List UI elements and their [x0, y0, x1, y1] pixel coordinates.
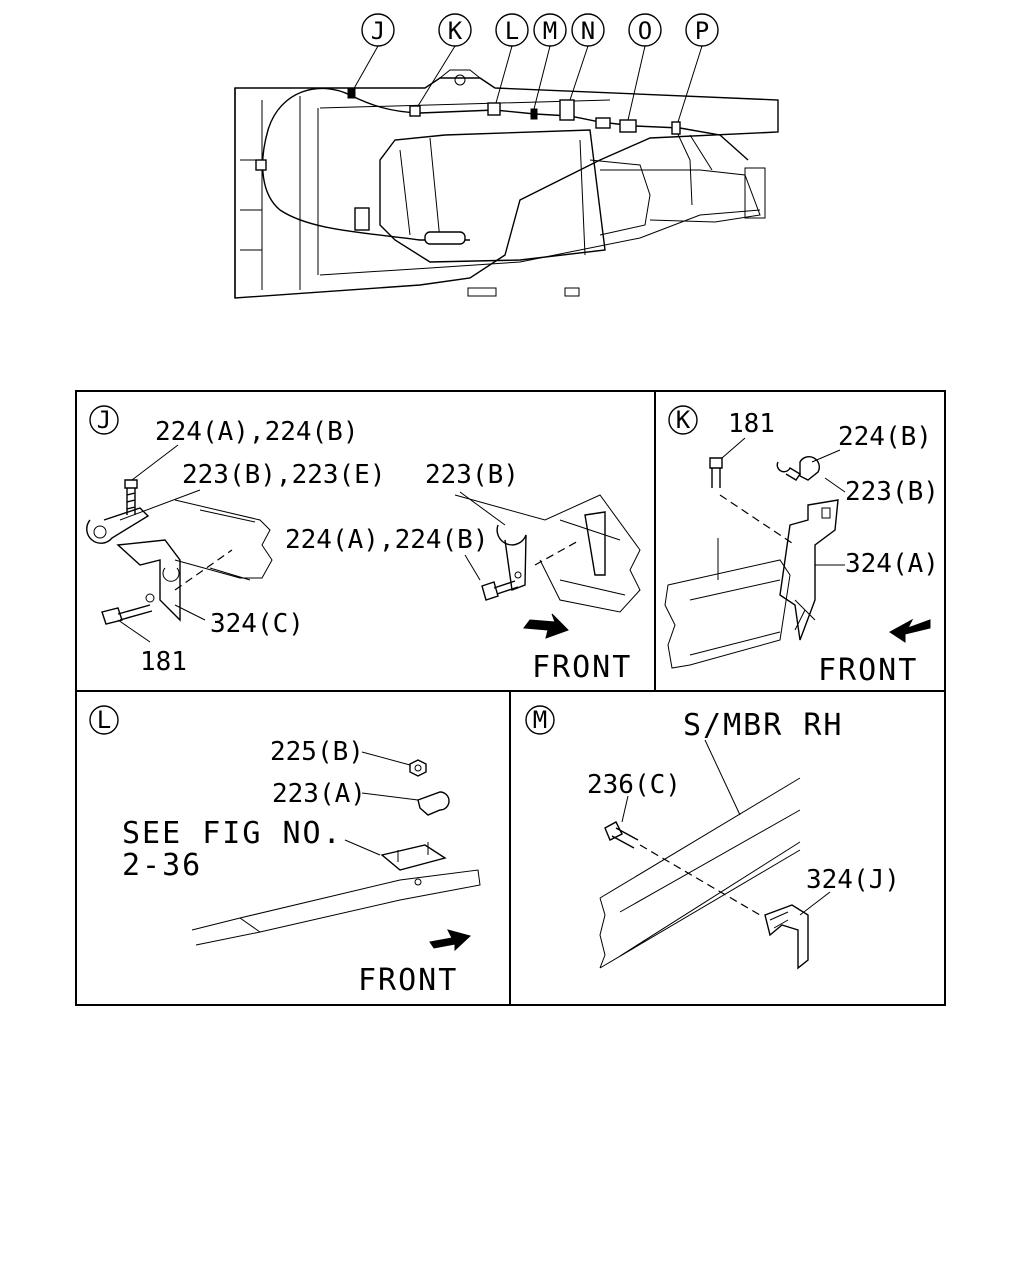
svg-text:P: P: [695, 17, 709, 45]
detail-grid: [75, 390, 946, 1006]
callout-m: M: [533, 13, 567, 47]
label-225b: 225(B): [270, 737, 364, 767]
label-324a: 324(A): [845, 549, 939, 579]
callout-l: L: [495, 13, 529, 47]
panel-k-tag: K: [676, 406, 691, 434]
label-324c: 324(C): [210, 609, 304, 639]
panel-l: L 225(B) 223(A) SEE FIG NO. 2-36 FRONT: [89, 705, 481, 998]
label-223be: 223(B),223(E): [182, 460, 386, 490]
panel-m: M S/MBR RH 236(C) 324(J): [525, 705, 900, 970]
svg-text:J: J: [371, 17, 385, 45]
label-smbr-rh: S/MBR RH: [683, 708, 844, 743]
svg-text:N: N: [581, 17, 595, 45]
label-181-k: 181: [728, 409, 775, 439]
label-324j: 324(J): [806, 865, 900, 895]
panel-j: J 224(A),224(B) 223(B),223(E) 223(B) 224: [86, 405, 641, 685]
label-181-j: 181: [140, 647, 187, 677]
see-fig-line2: 2-36: [122, 848, 202, 883]
label-223a: 223(A): [272, 779, 366, 809]
panel-m-tag: M: [533, 706, 547, 734]
front-label-l: FRONT: [358, 963, 458, 998]
see-fig-line1: SEE FIG NO.: [122, 816, 343, 851]
front-label-j: FRONT: [532, 650, 632, 685]
panel-k: K 181 224(B) 223(B) 324(A) FRONT: [664, 405, 939, 688]
callout-n: N: [571, 13, 605, 47]
svg-text:L: L: [505, 17, 519, 45]
callout-k: K: [438, 13, 472, 47]
overview-drawing: [234, 45, 779, 299]
svg-text:M: M: [543, 17, 557, 45]
label-223b-j: 223(B): [425, 460, 519, 490]
callout-j: J: [361, 13, 395, 47]
callout-o: O: [628, 13, 662, 47]
label-224b-k: 224(B): [838, 422, 932, 452]
label-224ab-a: 224(A),224(B): [155, 417, 359, 447]
front-label-k: FRONT: [818, 653, 918, 688]
svg-text:K: K: [448, 17, 463, 45]
svg-text:O: O: [638, 17, 652, 45]
callout-p: P: [685, 13, 719, 47]
panel-l-tag: L: [97, 706, 111, 734]
label-236c: 236(C): [587, 770, 681, 800]
panel-j-tag: J: [97, 406, 111, 434]
label-223b-k: 223(B): [845, 477, 939, 507]
label-224ab-b: 224(A),224(B): [285, 525, 489, 555]
